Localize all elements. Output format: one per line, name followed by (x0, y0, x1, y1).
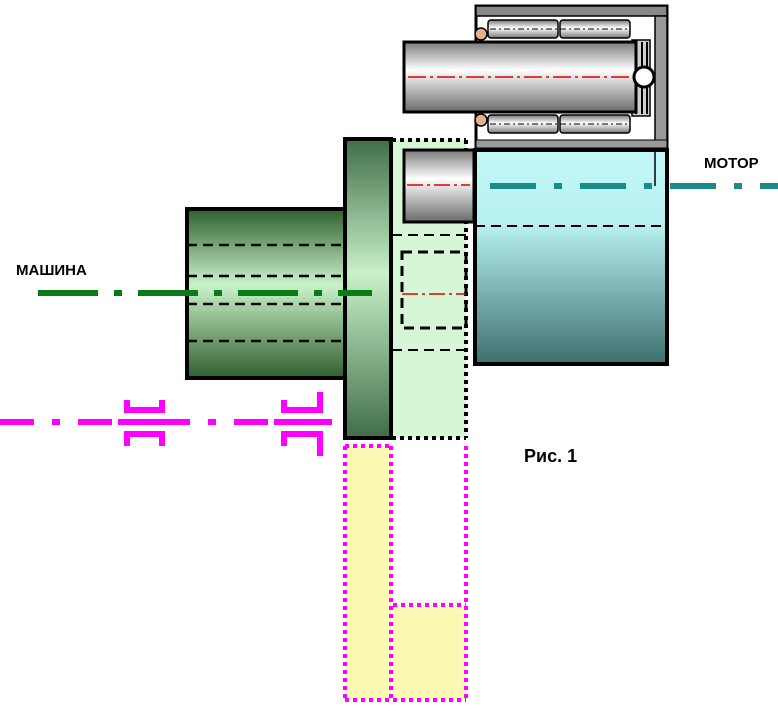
coupling-symbol-right (274, 392, 332, 456)
gear-disk (343, 137, 393, 440)
bearing-housing (474, 4, 669, 150)
motor-shaft (402, 40, 656, 186)
motor-label: МОТОР (704, 155, 759, 172)
output-gear-region (343, 444, 468, 702)
figure-caption: Рис. 1 (524, 446, 578, 466)
coupling-symbol-left (118, 400, 176, 446)
motor-body (473, 148, 669, 366)
motor-pinion (402, 148, 476, 224)
machine-label: МАШИНА (16, 262, 87, 279)
